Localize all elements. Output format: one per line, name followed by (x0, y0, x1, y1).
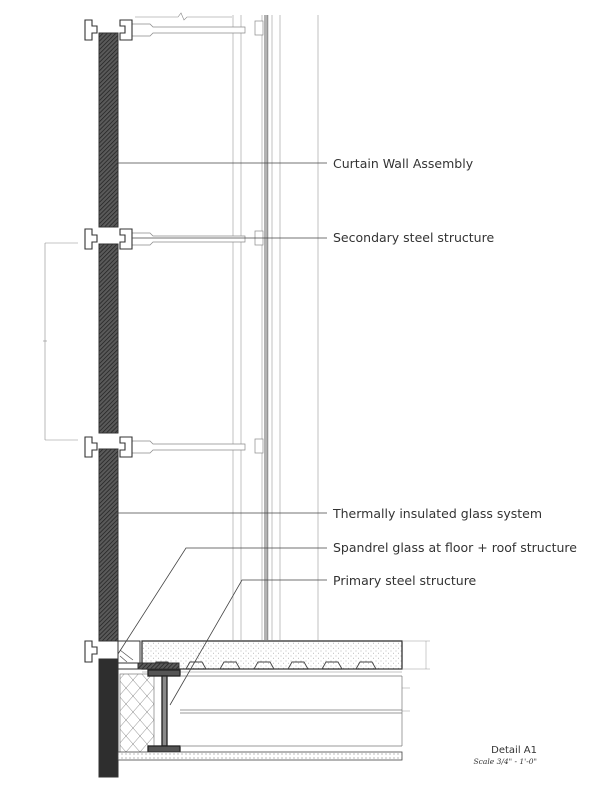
ceiling-lines (180, 675, 403, 747)
label-insulated-glass: Thermally insulated glass system (332, 506, 542, 521)
ceiling-finish (117, 751, 403, 761)
glass-panel-3 (98, 448, 119, 642)
spandrel-panel (98, 658, 119, 778)
label-curtain-wall: Curtain Wall Assembly (333, 156, 474, 171)
slab-edge-closure (117, 640, 180, 670)
glass-panels (98, 32, 119, 778)
spandrel-insulation (119, 673, 155, 755)
leader-spandrel-glass (117, 547, 327, 655)
detail-title: Detail A1 (491, 745, 537, 756)
metal-deck (142, 661, 402, 670)
primary-steel-beam (147, 669, 181, 753)
floor-slab (141, 640, 403, 673)
title-block: Detail A1 Scale 3/4" - 1'-0" (474, 745, 537, 766)
label-primary-steel: Primary steel structure (333, 573, 477, 588)
glass-pane-lines (264, 15, 268, 640)
top-break-line (135, 12, 232, 21)
glass-panel-1 (98, 32, 119, 228)
label-secondary-steel: Secondary steel structure (333, 230, 494, 245)
leader-lines (117, 162, 327, 706)
label-spandrel-glass: Spandrel glass at floor + roof structure (333, 540, 577, 555)
leader-primary-steel (169, 579, 327, 706)
slab-dimension (402, 640, 430, 712)
secondary-steel-arms (132, 20, 264, 454)
mullion-lines (232, 15, 319, 640)
glass-panel-2 (98, 243, 119, 434)
mullion-clamps (84, 19, 133, 663)
detail-scale: Scale 3/4" - 1'-0" (474, 757, 537, 766)
dimension-bracket (43, 242, 78, 441)
callout-labels: Curtain Wall Assembly Secondary steel st… (332, 156, 577, 588)
